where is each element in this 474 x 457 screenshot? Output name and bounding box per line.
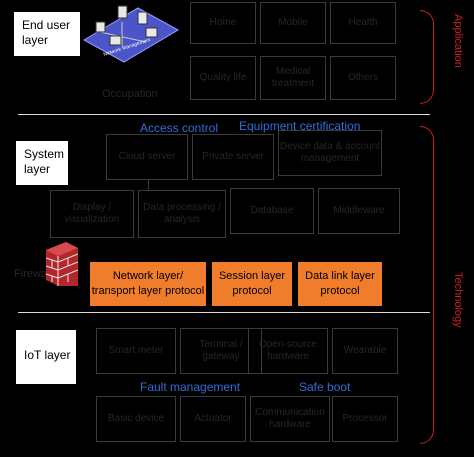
access-control-label: Access control xyxy=(140,121,219,135)
app-box-others: Others xyxy=(330,56,396,100)
iot-box-communication-hardware: Communication hardware xyxy=(250,396,330,442)
iot-box-smart-meter: Smart meter xyxy=(96,328,176,374)
protocol-box-network-transport: Network layer/ transport layer protocol xyxy=(90,262,206,306)
system-box-data-processing: Data processing / analysis xyxy=(138,190,226,238)
system-box-device-data-management: Device data & account management xyxy=(278,130,382,176)
fault-management-label: Fault management xyxy=(140,380,241,394)
technology-bracket xyxy=(420,126,434,444)
application-side-label: Application xyxy=(452,14,464,68)
system-box-private-server: Private server xyxy=(192,134,274,180)
network-management-illustration: Network Management xyxy=(82,0,180,68)
firewall-brick-icon xyxy=(45,242,79,286)
application-bracket xyxy=(420,10,434,104)
app-box-medical-treatment: Medical treatment xyxy=(260,56,326,100)
iot-box-open-source-hardware: Open-source hardware xyxy=(248,328,328,374)
iot-box-processor: Processor xyxy=(332,396,398,442)
iot-layer-label: IoT layer xyxy=(16,330,76,384)
iot-box-terminal-gateway: Terminal / gateway xyxy=(180,328,262,374)
end-user-layer-label: End user layer xyxy=(14,12,80,56)
system-box-display: Display / visualization xyxy=(50,190,134,238)
iot-box-wearable: Wearable xyxy=(332,328,398,374)
technology-side-label: Technology xyxy=(452,272,464,328)
system-box-database: Database xyxy=(230,188,314,234)
equipment-certification-label: Equipment certification xyxy=(239,119,361,133)
app-box-mobile: Mobile xyxy=(260,2,326,44)
iot-box-basic-device: Basic device xyxy=(96,396,176,442)
system-box-cloud-server: Cloud server xyxy=(106,134,188,180)
network-management-icon: Network Management xyxy=(82,5,180,63)
system-layer-label: System layer xyxy=(16,141,68,185)
separator-bottom xyxy=(18,312,430,313)
app-box-quality-life: Quality life xyxy=(190,56,256,100)
protocol-box-data-link: Data link layer protocol xyxy=(298,262,382,306)
occupation-label: Occupation xyxy=(102,88,158,100)
firewall-label: Firewall xyxy=(14,268,52,280)
app-box-home: Home xyxy=(190,2,256,44)
protocol-box-session: Session layer protocol xyxy=(212,262,292,306)
iot-box-actuator: Actuator xyxy=(180,396,246,442)
separator-top xyxy=(18,114,430,115)
app-box-health: Health xyxy=(330,2,396,44)
safe-boot-label: Safe boot xyxy=(299,380,351,394)
system-box-middleware: Middleware xyxy=(318,188,400,234)
system-connector-vertical xyxy=(148,180,149,190)
